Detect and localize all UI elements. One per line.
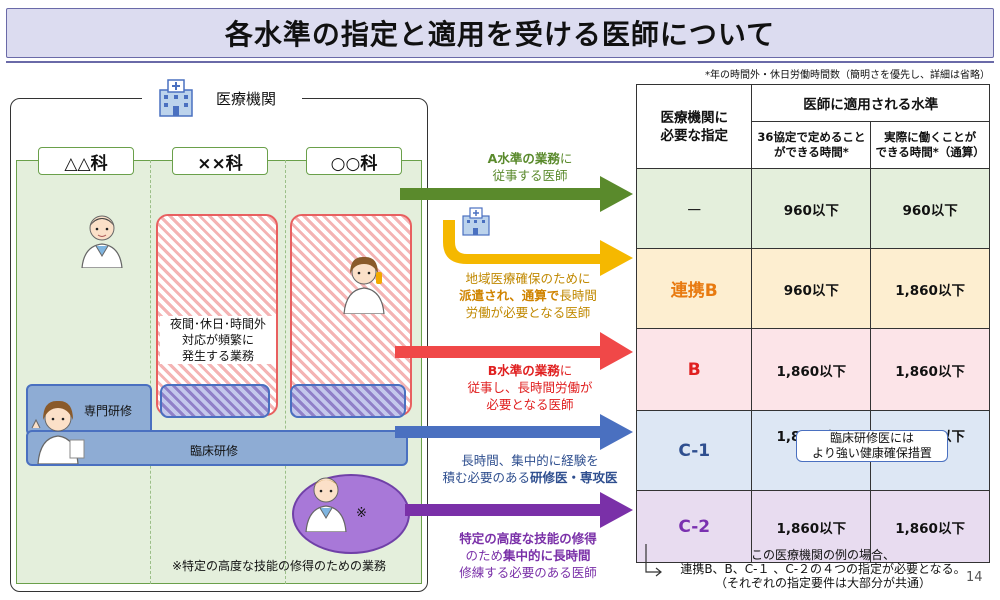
arrow-a <box>400 176 633 212</box>
designation-cell: C-2 <box>635 490 753 563</box>
caption-c1: 長時間、集中的に経験を 積む必要のある研修医・専攻医 <box>426 452 634 486</box>
training-overlap-box <box>160 384 270 418</box>
designation-cell: C-1 <box>635 410 753 491</box>
caption-renkei-rest: 長時間 <box>559 288 597 303</box>
caption-b-strong: B水準の業務 <box>487 363 560 378</box>
arrow-b <box>395 332 633 370</box>
value-cell: 1,860以下 <box>751 490 872 563</box>
doctor-icon <box>81 215 123 268</box>
header-line: できる時間*（通算） <box>875 145 985 159</box>
department-label: ○○科 <box>306 147 402 175</box>
frequent-duty-area <box>156 214 278 416</box>
designation-cell: B <box>635 328 753 411</box>
caption-c2-pre: のため <box>465 548 503 563</box>
bottom-note-line: （それぞれの指定要件は大部分が共通） <box>714 576 931 590</box>
clinical-training-box <box>26 430 408 466</box>
value-cell: 960以下 <box>751 248 872 329</box>
value-cell: 1,860以下 <box>751 328 872 411</box>
caption-b-rest: に <box>559 363 573 378</box>
table-row: － 960以下 960以下 <box>635 168 990 249</box>
arrow-renkei <box>443 220 633 276</box>
header-line: ができる時間* <box>773 145 849 159</box>
caption-b-line3: 必要となる医師 <box>486 397 574 412</box>
department-label: ××科 <box>172 147 268 175</box>
caption-a: A水準の業務に 従事する医師 <box>430 150 630 184</box>
caption-c1-pre: 積む必要のある <box>442 470 530 485</box>
caption-b: B水準の業務に 従事し、長時間労働が 必要となる医師 <box>430 362 630 413</box>
advanced-skill-mark: ※ <box>356 506 367 521</box>
caption-renkei: 地域医療確保のために 派遣され、通算で長時間 労働が必要となる医師 <box>420 270 636 321</box>
page-number: 14 <box>966 570 983 585</box>
header-line: 実際に働くことが <box>884 130 977 144</box>
specialist-training-label: 専門研修 <box>84 404 133 418</box>
department-divider <box>285 160 286 584</box>
title-underline <box>6 61 994 63</box>
female-doctor-icon <box>343 256 385 314</box>
table-header-group: 医師に適用される水準 <box>751 84 990 122</box>
bottom-note-bracket <box>645 544 662 577</box>
table-row: C-2 1,860以下 1,860以下 <box>635 490 990 563</box>
caption-renkei-line1: 地域医療確保のために <box>465 271 591 286</box>
caption-c2-strong: 特定の高度な技能の修得 <box>459 531 597 546</box>
caption-a-line2: 従事する医師 <box>492 168 568 183</box>
table-header-36: 36協定で定めることができる時間* <box>751 121 872 169</box>
header-line: 36協定で定めること <box>757 130 866 144</box>
caption-c2-line3: 修練する必要のある医師 <box>459 565 597 580</box>
table-header-actual: 実際に働くことができる時間*（通算） <box>870 121 990 169</box>
senior-doctor-icon <box>305 477 347 532</box>
caption-renkei-line3: 労働が必要となる医師 <box>465 305 591 320</box>
table-header-designation: 医療機関に必要な指定 <box>635 84 753 169</box>
header-line: 医療機関に <box>660 109 728 126</box>
department-divider <box>150 160 151 584</box>
advanced-skill-footnote: ※特定の高度な技能の修得のための業務 <box>172 559 387 573</box>
frequent-duty-text-line: 夜間･休日･時間外 <box>169 317 266 331</box>
value-cell: 1,860以下 <box>870 490 990 563</box>
hospital-label: 医療機関 <box>216 90 277 108</box>
page-title: 各水準の指定と適用を受ける医師について <box>6 8 994 58</box>
caption-c1-strong: 研修医・専攻医 <box>530 470 618 485</box>
trainee-doctor-icon <box>31 400 85 464</box>
department-label: △△科 <box>38 147 134 175</box>
caption-a-strong: A水準の業務 <box>487 151 560 166</box>
caption-b-line2: 従事し、長時間労働が <box>467 380 593 395</box>
frequent-duty-text-line: 発生する業務 <box>181 349 254 363</box>
caption-renkei-strong: 派遣され、通算で <box>459 288 560 303</box>
arrows-layer <box>395 176 633 528</box>
c1-note-text: 臨床研修医にはより強い健康確保措置 <box>812 431 932 460</box>
frequent-duty-text-line: 対応が頻繁に <box>181 333 254 347</box>
value-cell: 1,860以下 <box>870 248 990 329</box>
caption-c2-strong2: 集中的に長時間 <box>503 548 591 563</box>
table-bottom-note: この医療機関の例の場合、 連携B、B、C-１ 、C-２の４つの指定が必要となる。… <box>658 548 988 590</box>
hospital-building-icon <box>159 79 193 117</box>
caption-c1-line1: 長時間、集中的に経験を <box>461 453 599 468</box>
designation-cell: 連携B <box>635 248 753 329</box>
designation-cell: － <box>635 168 753 249</box>
header-line: 必要な指定 <box>660 127 728 144</box>
clinical-training-label: 臨床研修 <box>190 444 239 458</box>
caption-a-rest: に <box>559 151 573 166</box>
value-cell: 1,860以下 <box>870 328 990 411</box>
arrow-c1 <box>395 414 633 450</box>
frequent-duty-area <box>290 214 412 416</box>
levels-table: 医療機関に必要な指定 医師に適用される水準 36協定で定めることができる時間* … <box>635 84 990 592</box>
dispatch-hospital-icon <box>462 207 490 236</box>
value-cell: 960以下 <box>751 168 872 249</box>
table-row: 連携B 960以下 1,860以下 <box>635 248 990 329</box>
top-note: *年の時間外・休日労働時間数（簡明さを優先し、詳細は省略） <box>705 70 990 81</box>
frequent-duty-text: 夜間･休日･時間外 対応が頻繁に 発生する業務 <box>160 316 276 364</box>
caption-c2: 特定の高度な技能の修得 のため集中的に長時間 修練する必要のある医師 <box>426 530 630 581</box>
arrow-c2 <box>405 492 633 528</box>
table-row: B 1,860以下 1,860以下 <box>635 328 990 411</box>
bottom-note-line: 連携B、B、C-１ 、C-２の４つの指定が必要となる。 <box>680 562 966 576</box>
value-cell: 960以下 <box>870 168 990 249</box>
bottom-note-line: この医療機関の例の場合、 <box>750 548 895 562</box>
training-overlap-box <box>290 384 406 418</box>
c1-trainee-note: 臨床研修医にはより強い健康確保措置 <box>796 430 948 462</box>
